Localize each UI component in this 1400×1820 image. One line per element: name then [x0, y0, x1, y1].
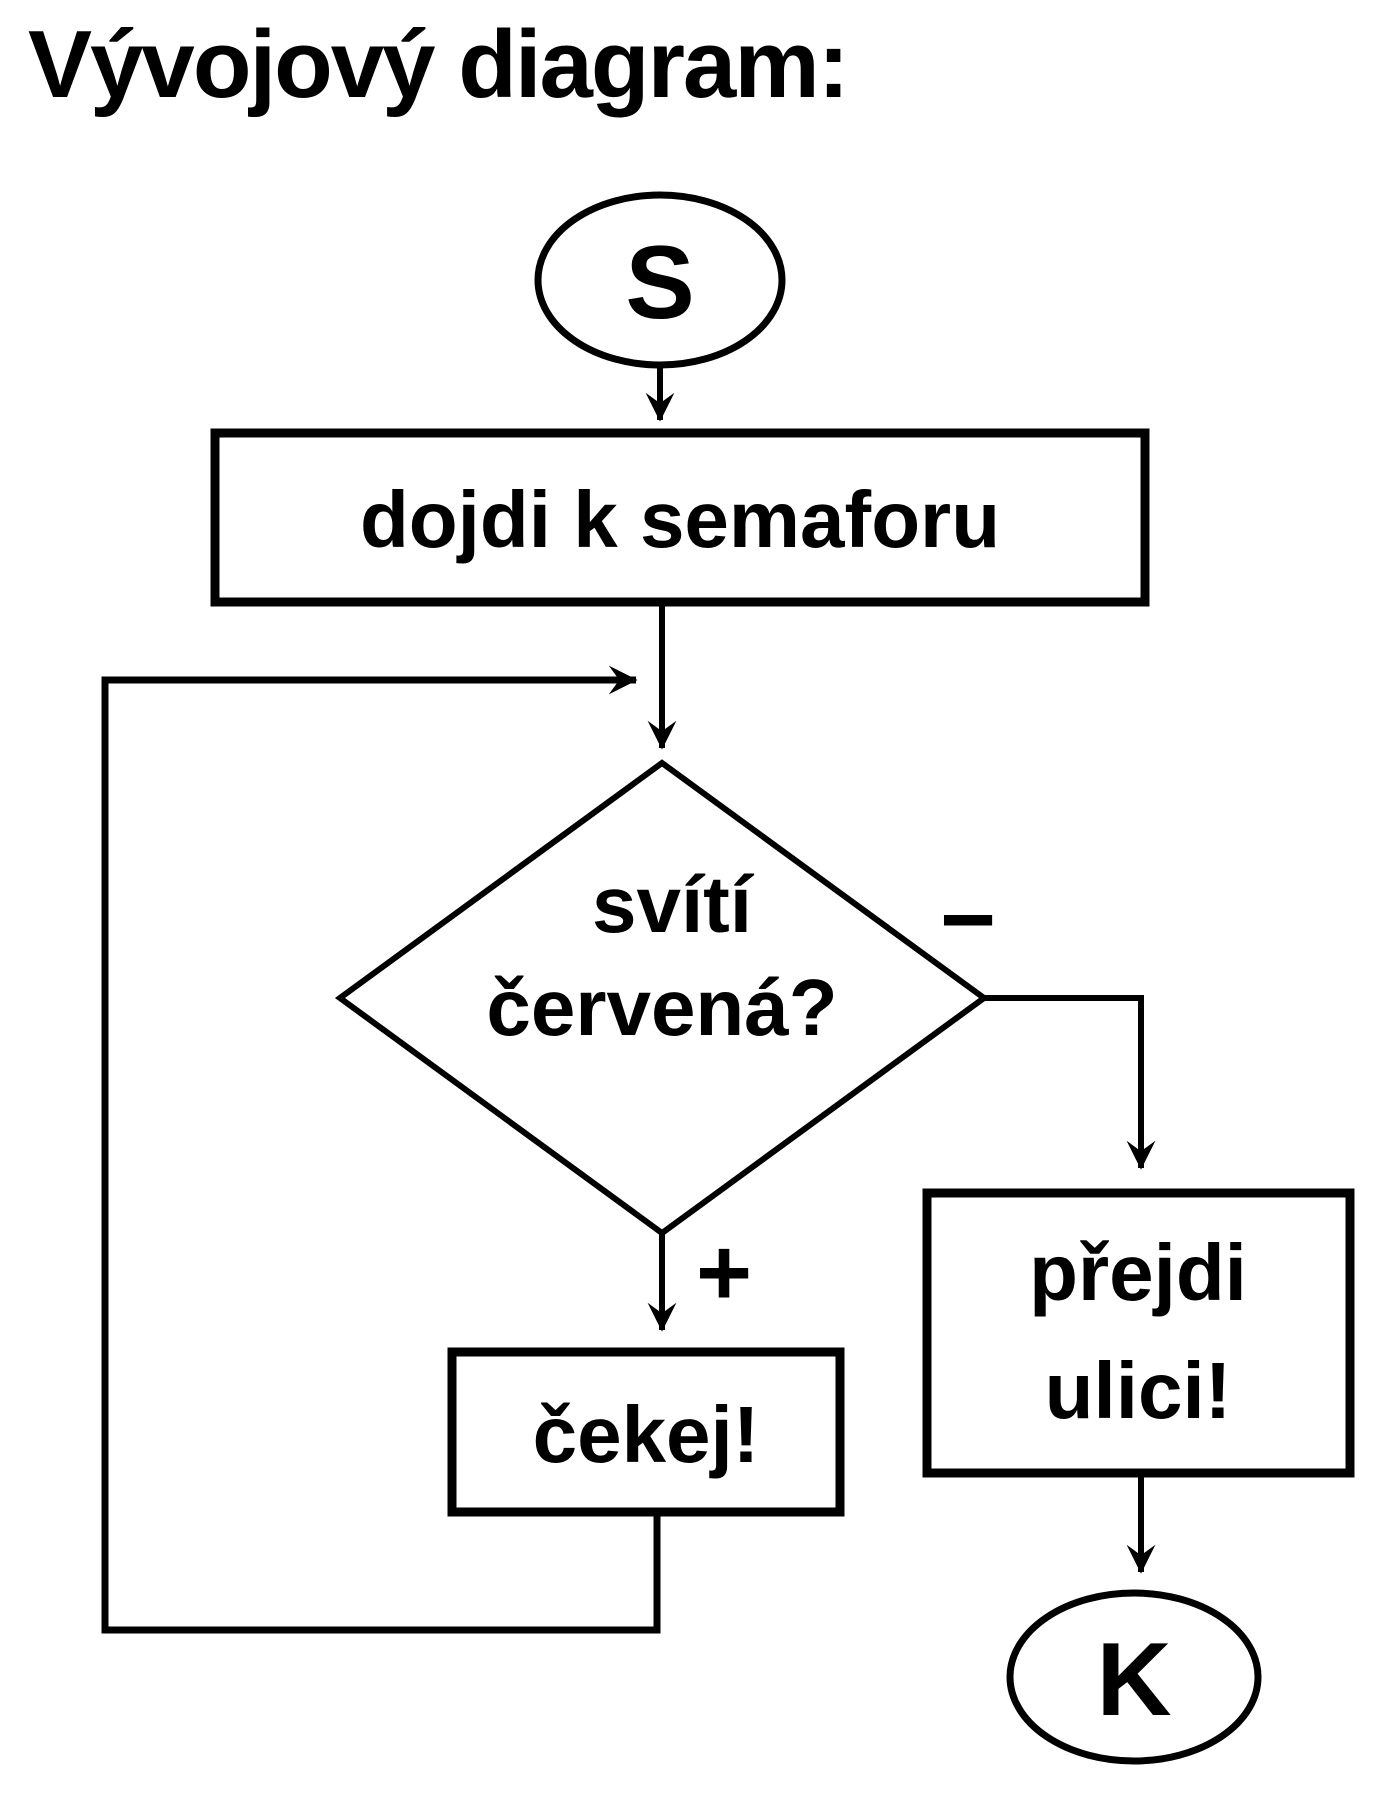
decision-label-line2: červená? — [486, 963, 837, 1052]
end-terminal-ellipse — [1006, 1589, 1262, 1765]
arrow-decision-to-cross — [984, 995, 1156, 1170]
process-wait-label: čekej! — [533, 1390, 760, 1479]
branch-false-label: − — [940, 866, 996, 973]
process-walk-label: dojdi k semaforu — [360, 475, 1000, 564]
branch-true-label: + — [696, 1219, 752, 1326]
process-cross-label-line2: ulici! — [1045, 1346, 1232, 1435]
end-terminal-label: K — [1096, 1622, 1171, 1738]
process-cross-label-line1: přejdi — [1029, 1228, 1247, 1317]
start-terminal-ellipse — [534, 191, 786, 369]
process-wait-box — [447, 1347, 845, 1517]
decision-label-line1: svítí — [592, 860, 755, 949]
page-title: Vývojový diagram: — [28, 11, 850, 118]
process-cross-box — [922, 1188, 1355, 1478]
loop-back-line — [101, 665, 661, 1634]
start-terminal-label: S — [625, 225, 694, 341]
process-walk-box — [210, 428, 1150, 607]
